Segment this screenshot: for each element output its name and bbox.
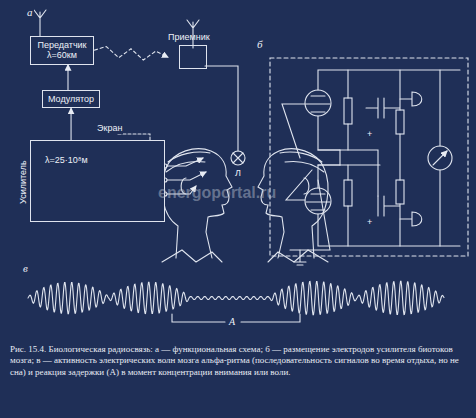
connector [94,47,168,61]
node-text: λ=25·10⁸м [45,155,88,165]
part-letter: б [256,38,264,50]
part-letter: а [26,6,34,18]
node-text: Модулятор [48,94,94,104]
vacuum-tube [305,90,331,214]
node-text: Усилитель [18,150,28,214]
watermark: energoportal.ru [158,184,276,202]
part-letter: в [22,262,29,274]
receiver-frame [179,45,207,69]
eeg-wave [28,281,444,314]
electrode-wires [282,104,330,250]
resistor-symbol [344,98,404,206]
receiver-box: Приемник [168,32,210,69]
node-text: Приемник [168,32,210,42]
earphone-symbol [400,92,422,226]
polarity-sign: + [366,218,373,228]
connector [71,108,72,140]
polarity-sign: + [366,130,373,140]
modulator-box: Модулятор [42,90,100,108]
connector [67,65,68,90]
wires [294,70,460,265]
lamp-symbol [231,151,245,165]
delay-label: А [228,316,236,327]
dashed-housing [270,58,468,256]
transmitter-box: Передатчик λ=60км [30,36,94,65]
caption: Рис. 15.4. Биологическая радиосвязь: а —… [10,344,466,378]
node-text: Передатчик λ=60км [36,40,88,61]
amplifier-box: λ=25·10⁸мУсилитель [30,140,165,222]
wire [205,66,238,151]
capacitor-symbol [366,70,400,246]
screen-label: Экран [96,124,123,134]
antenna [34,10,46,36]
lamp-label: Л [234,169,242,179]
head-figure [162,149,232,262]
meter-symbol [428,146,452,170]
